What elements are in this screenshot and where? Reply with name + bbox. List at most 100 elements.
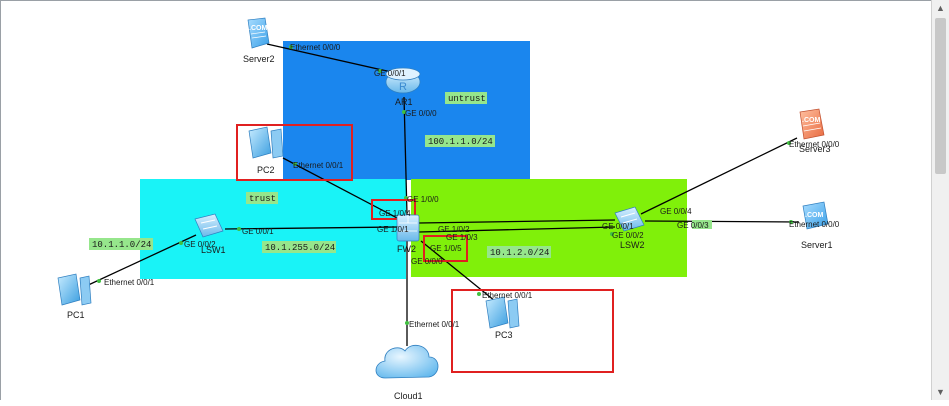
pc-icon <box>485 296 509 329</box>
zone-label-untrust: untrust <box>445 92 487 104</box>
highlight-pc3 <box>451 289 614 373</box>
lsw2-device[interactable]: LSW2 <box>614 206 645 250</box>
port-label: GE 0/0/0 <box>411 257 443 266</box>
pc1-device[interactable]: PC1 <box>57 273 92 320</box>
network-label-10-1-2: 10.1.2.0/24 <box>487 246 551 258</box>
untrust-zone <box>283 41 530 180</box>
port-label: GE 0/0/2 <box>184 240 216 249</box>
server-icon <box>799 108 825 140</box>
port-label: GE 1/0/0 <box>407 195 439 204</box>
svg-text:10.1.1.0/24: 10.1.1.0/24 <box>92 240 151 250</box>
server1-device[interactable]: .COM Server1 <box>801 201 833 250</box>
port-dots <box>97 45 793 325</box>
links <box>83 43 800 346</box>
port-labels: Ethernet 0/0/0 GE 0/0/1 GE 0/0/0 Etherne… <box>104 43 840 329</box>
fw2-label: FW2 <box>397 244 416 254</box>
link-ar1-fw2 <box>403 96 408 216</box>
highlights <box>236 124 614 373</box>
server3-label: Server3 <box>799 144 831 154</box>
port-label: GE 1/0/4 <box>379 209 411 218</box>
link-fw2-lsw2-b <box>418 226 616 233</box>
highlight-fw-ge104 <box>371 199 416 220</box>
lsw2-label: LSW2 <box>620 240 645 250</box>
port-label: GE 1/0/2 <box>438 225 470 234</box>
network-label-100: 100.1.1.0/24 <box>425 135 495 147</box>
server-icon <box>802 201 829 230</box>
cloud1-label: Cloud1 <box>394 391 423 401</box>
port-label: GE 1/0/3 <box>446 233 478 242</box>
highlight-fw-ge105 <box>423 235 468 262</box>
port-label: GE 0/0/2 <box>612 231 644 240</box>
port-label: Ethernet 0/0/1 <box>482 291 533 300</box>
svg-text:.COM: .COM <box>249 25 267 32</box>
port-dot <box>789 220 793 224</box>
port-label: Ethernet 0/0/1 <box>104 278 155 287</box>
port-dot <box>179 241 183 245</box>
pc-icon <box>57 273 81 306</box>
port-label: GE 1/0/5 <box>430 244 462 253</box>
link-lsw2-server1 <box>644 220 800 223</box>
port-label: Ethernet 0/0/0 <box>789 220 840 229</box>
switch-icon <box>614 206 645 232</box>
svg-text:100.1.1.0/24: 100.1.1.0/24 <box>428 137 493 147</box>
pc3-device[interactable]: PC3 <box>485 296 520 340</box>
server3-device[interactable]: .COM Server3 <box>799 108 831 154</box>
port-dot <box>237 227 241 231</box>
fw2-device[interactable]: FW2 <box>396 214 420 254</box>
link-lsw2-server3 <box>640 137 798 215</box>
link-pc1-lsw1 <box>83 234 197 288</box>
scroll-up-arrow-icon[interactable]: ▲ <box>936 3 945 13</box>
cloud-icon <box>375 344 439 379</box>
cloud1-device[interactable]: Cloud1 <box>375 344 439 401</box>
port-dot <box>610 232 614 236</box>
zone-label-trust: trust <box>246 192 278 204</box>
pc1-label: PC1 <box>67 310 85 320</box>
network-label-10-1-1: 10.1.1.0/24 <box>89 238 153 250</box>
port-label: GE 0/0/4 <box>660 207 692 216</box>
port-label: Ethernet 0/0/0 <box>789 140 840 149</box>
pc2-device[interactable]: PC2 <box>248 126 284 175</box>
vertical-scrollbar[interactable]: ▲ ▼ <box>931 0 949 400</box>
switch-icon <box>194 213 224 238</box>
svg-text:untrust: untrust <box>448 94 486 104</box>
highlight-pc2 <box>236 124 353 181</box>
port-label: GE 0/0/1 <box>602 222 634 231</box>
port-label: GE 0/0/1 <box>242 227 274 236</box>
port-dot <box>405 321 409 325</box>
port-label-bg <box>692 220 712 229</box>
port-label: GE 0/0/1 <box>374 69 406 78</box>
port-label: GE 0/0/3 <box>677 221 709 230</box>
port-label: GE 0/0/0 <box>405 109 437 118</box>
lsw1-label: LSW1 <box>201 245 226 255</box>
port-dot <box>293 162 297 166</box>
server2-label: Server2 <box>243 54 275 64</box>
port-label: GE 1/0/1 <box>377 225 409 234</box>
svg-text:.COM: .COM <box>805 212 823 219</box>
port-dot <box>477 292 481 296</box>
port-dot <box>97 279 101 283</box>
server1-label: Server1 <box>801 240 833 250</box>
server2-device[interactable]: .COM Server2 <box>243 17 275 64</box>
port-label: Ethernet 0/0/1 <box>293 161 344 170</box>
pc-icon <box>248 126 272 159</box>
port-dot <box>289 45 293 49</box>
scrollbar-thumb[interactable] <box>935 18 946 174</box>
svg-text:10.1.2.0/24: 10.1.2.0/24 <box>490 248 549 258</box>
scroll-down-arrow-icon[interactable]: ▼ <box>936 387 945 397</box>
ar1-label: AR1 <box>395 97 413 107</box>
svg-text:10.1.255.0/24: 10.1.255.0/24 <box>265 243 335 253</box>
port-dot <box>787 141 791 145</box>
link-fw2-lsw2-a <box>418 219 616 224</box>
link-pc2-fw2 <box>282 157 400 220</box>
port-dot <box>378 69 382 73</box>
topology-canvas[interactable]: untrust trust 100.1.1.0/24 10.1.1.0/24 1… <box>0 0 931 401</box>
lsw1-device[interactable]: LSW1 <box>194 213 226 255</box>
port-label: Ethernet 0/0/0 <box>290 43 341 52</box>
port-dot <box>402 110 406 114</box>
pc3-label: PC3 <box>495 330 513 340</box>
network-label-10-1-255: 10.1.255.0/24 <box>262 241 336 253</box>
ar1-device[interactable]: R AR1 <box>385 67 421 107</box>
port-label: Ethernet 0/0/1 <box>409 320 460 329</box>
svg-text:trust: trust <box>249 194 276 204</box>
link-server2-ar1 <box>266 43 401 75</box>
